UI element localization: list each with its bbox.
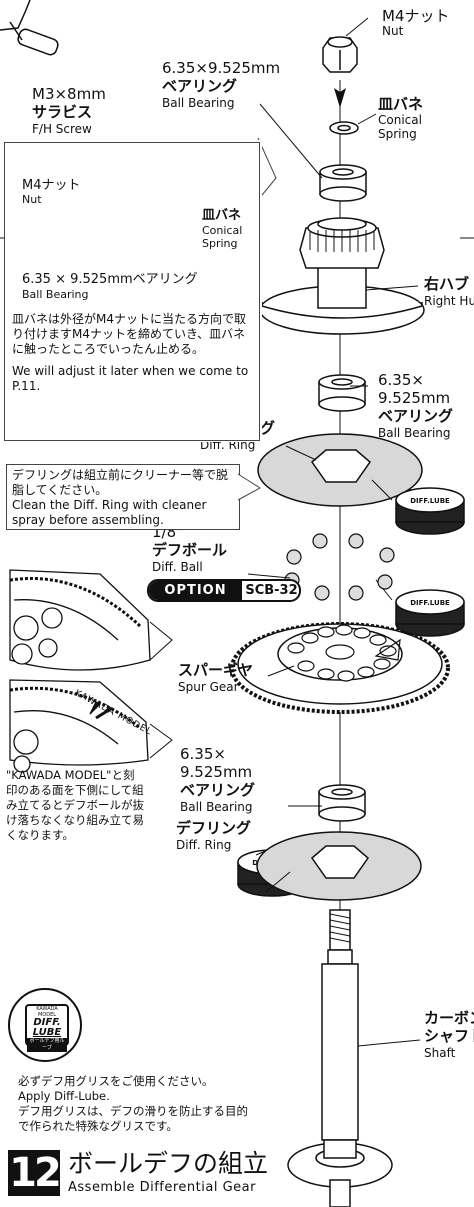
bearing-mid-label-jp3: ベアリング (378, 407, 454, 425)
spur-gear-label-en: Spur Gear (178, 680, 239, 694)
bearing-top-label-en: Ball Bearing (162, 96, 235, 110)
right-hub-label-jp: 右ハブ (424, 275, 470, 293)
bearing-low-label-jp3: ベアリング (180, 781, 256, 799)
bearing-top-label-jp2: ベアリング (162, 77, 238, 95)
clean-note-jp: デフリングは組立前にクリーナー等で脱脂してください。 (12, 468, 229, 497)
option-badge: OPTION SCB-32 (147, 579, 301, 602)
right-hub-label-en: Right Hub (424, 294, 474, 308)
m3-screw-label-en: F/H Screw (32, 122, 92, 136)
conical-spring-label-en1: Conical (378, 113, 422, 127)
option-part-number: SCB-32 (245, 583, 298, 598)
m4-nut-label-en: Nut (382, 24, 404, 38)
inset-note-en: We will adjust it later when we come to … (12, 364, 249, 393)
bearing-part (318, 784, 366, 822)
clean-ring-note-box (6, 464, 240, 530)
bearing-mid-label-en: Ball Bearing (378, 426, 451, 440)
diff-ring-part (257, 433, 423, 507)
inset-nut-label-en: Nut (22, 193, 42, 206)
leader-lines (247, 17, 421, 1047)
bearing-low-label-en: Ball Bearing (180, 800, 253, 814)
inset-note-jp: 皿バネは外径がM4ナットに当たる方向で取り付けますM4ナットを締めていき、皿バネ… (12, 312, 246, 356)
step-title-jp: ボールデフの組立 (68, 1149, 269, 1178)
bearing-mid-label-jp2: 9.525mm (378, 389, 451, 407)
inset-bearing-label-en: Ball Bearing (22, 288, 89, 301)
lube-logo-sub: ボールデフ用ルーブ (27, 1038, 67, 1052)
diff-ring-low-label-en: Diff. Ring (176, 838, 232, 852)
m4-nut-label-jp: M4ナット (382, 7, 450, 25)
shaft-label-en: Shaft (424, 1046, 456, 1060)
gear-closeup-1 (9, 569, 151, 671)
m3-screw-label-jp1: M3×8mm (32, 85, 106, 103)
inset-spring-label-en2: Spring (202, 237, 238, 250)
lube-note-jp1: 必ずデフ用グリスをご使用ください。 (18, 1074, 214, 1088)
conical-spring-part (329, 121, 359, 135)
conical-spring-label-en2: Spring (378, 127, 417, 141)
spur-gear-label-jp: スパーギヤ (178, 661, 254, 679)
shaft-label-jp2: シャフト (424, 1027, 474, 1045)
bearing-mid-label-jp1: 6.35× (378, 371, 424, 389)
diff-ring-part (256, 831, 422, 901)
inset-spring-label-jp: 皿バネ (202, 208, 242, 223)
diff-lube-logo: KAWADA MODEL DIFF. LUBE ボールデフ用ルーブ (8, 988, 82, 1062)
gear-closeup-2 (9, 679, 149, 773)
lube-note-en: Apply Diff-Lube. (18, 1089, 110, 1103)
carbon-shaft-part (287, 909, 393, 1207)
option-label: OPTION (149, 581, 242, 600)
bearing-top-label-jp1: 6.35×9.525mm (162, 59, 281, 77)
spur-gear-part (230, 622, 450, 714)
screwdriver-icon (0, 0, 59, 56)
diff-ball-label-jp2: デフボール (152, 541, 228, 559)
right-hub-part (259, 217, 425, 335)
lube-logo-top: KAWADA MODEL (36, 1006, 58, 1018)
inset-nut-label-jp: M4ナット (22, 178, 81, 193)
diff-ball-label-en: Diff. Ball (152, 560, 203, 574)
shaft-label-jp1: カーボン (424, 1009, 474, 1027)
m3-screw-label-jp2: サラビス (32, 103, 93, 121)
step-title-en: Assemble Differential Gear (68, 1180, 256, 1195)
bearing-low-label-jp2: 9.525mm (180, 763, 253, 781)
m4-nut-part (322, 36, 358, 73)
inset-spring-label-en1: Conical (202, 224, 243, 237)
bearing-part (318, 374, 366, 412)
nut-spring-inset (4, 142, 260, 441)
bearing-part (319, 164, 367, 202)
lube-note-jp2: デフ用グリスは、デフの滑りを防止する目的で作られた特殊なグリスです。 (18, 1104, 248, 1133)
svg-text:DIFF.LUBE: DIFF.LUBE (410, 599, 450, 607)
lube-logo-l2: LUBE (32, 1027, 62, 1038)
conical-spring-label-jp: 皿バネ (378, 95, 424, 113)
svg-text:DIFF.LUBE: DIFF.LUBE (410, 497, 450, 505)
lube-jar-icon: DIFF.LUBE (395, 589, 465, 637)
up-arrow-icon (334, 88, 346, 108)
lube-logo-l1: DIFF. (33, 1017, 61, 1028)
lube-jar-icon: DIFF.LUBE (395, 487, 465, 535)
kawada-note: "KAWADA MODEL"と刻印のある面を下側にして組み立てるとデフボールが抜… (6, 768, 144, 842)
clean-note-en: Clean the Diff. Ring with cleaner spray … (12, 498, 207, 527)
bearing-low-label-jp1: 6.35× (180, 745, 226, 763)
inset-bearing-label-jp: 6.35 × 9.525mmベアリング (22, 272, 198, 287)
diff-ring-low-label-jp: デフリング (176, 819, 252, 837)
step-number: 12 (8, 1150, 62, 1196)
